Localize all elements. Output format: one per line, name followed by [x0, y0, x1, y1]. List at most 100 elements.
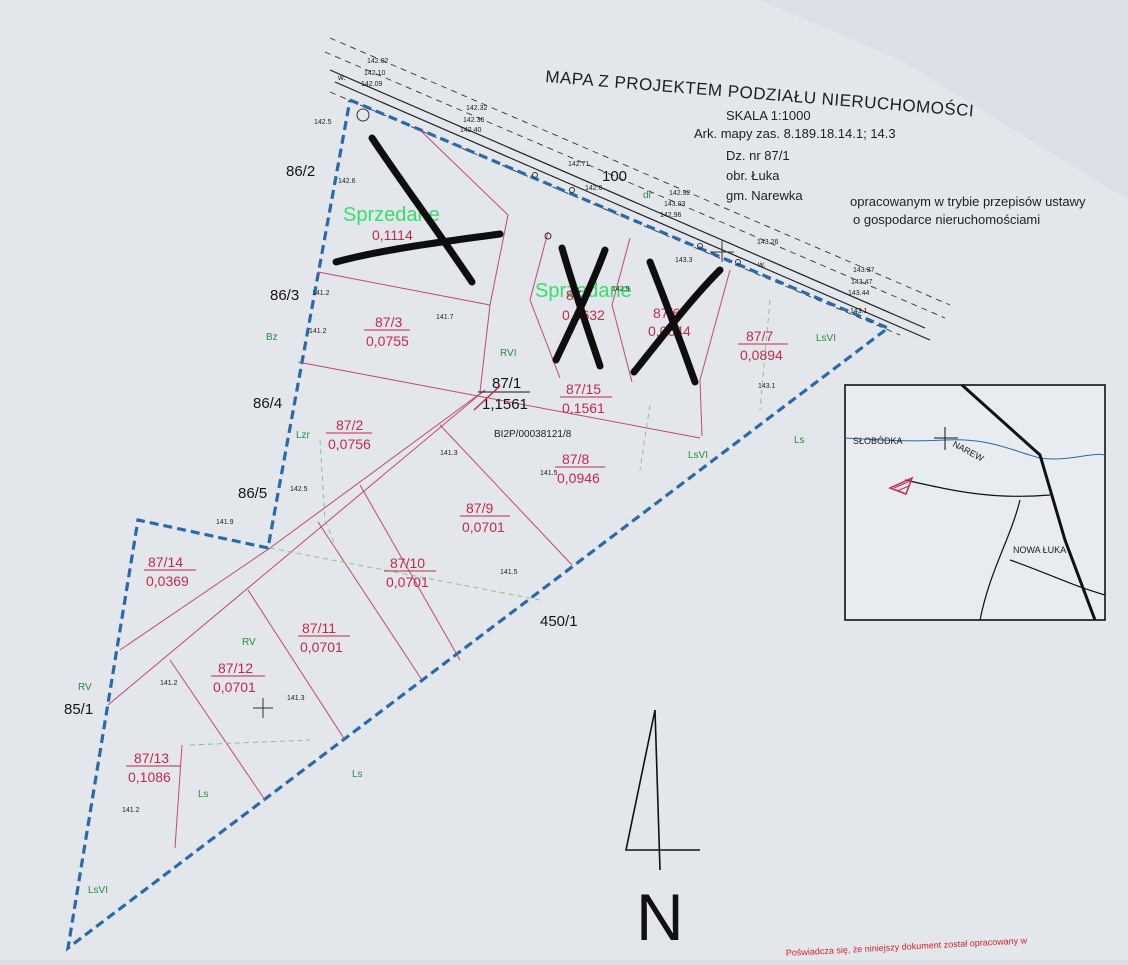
plot-area: 0,0946 — [557, 470, 600, 486]
sold-cross-marks — [332, 134, 724, 386]
survey-markers — [253, 108, 741, 718]
elevation: 141.2 — [160, 680, 178, 687]
parent-parcel-number: 87/1 — [492, 375, 521, 392]
land-class: RV — [78, 682, 92, 693]
elevation: 142.9 — [612, 286, 630, 293]
property-boundary — [65, 98, 892, 952]
sold-label: Sprzedane — [343, 204, 440, 226]
elevation: 142.10 — [364, 70, 386, 77]
land-register-number: BI2P/00038121/8 — [494, 429, 572, 440]
plot-number: 87/2 — [336, 417, 363, 433]
legal-note-line1: opracowanym w trybie przepisów ustawy — [850, 194, 1086, 209]
plot-number: 87/10 — [390, 555, 425, 571]
elevation: 143.1 — [850, 308, 868, 315]
plot-number: 87/7 — [746, 328, 773, 344]
elevation: 142.6 — [585, 185, 603, 192]
elevation: 142.40 — [460, 127, 482, 134]
elevation: 142.71 — [568, 161, 590, 168]
elevation: 143.1 — [758, 383, 776, 390]
sold-label: Sprzedane — [535, 280, 632, 302]
plot-number: 87/8 — [562, 451, 589, 467]
neighbour-parcel: 86/3 — [270, 287, 299, 304]
elevation: 143.03 — [664, 201, 686, 208]
elevation: 142.09 — [361, 81, 383, 88]
plot-area: 0,1086 — [128, 769, 171, 785]
elevation: 141.3 — [440, 450, 458, 457]
elevation: 141.5 — [500, 569, 518, 576]
plot-number: 87/9 — [466, 500, 493, 516]
inset-village-label: SŁOBÓDKA — [853, 436, 903, 446]
elevation: 143.26 — [757, 239, 779, 246]
land-class: RVI — [500, 348, 517, 359]
north-letter: N — [636, 880, 684, 954]
elevation: 142.5 — [314, 119, 332, 126]
plot-lines — [107, 129, 731, 849]
precinct-name: obr. Łuka — [726, 168, 780, 183]
elevation: 143.44 — [848, 290, 870, 297]
plot-number: 87/13 — [134, 750, 169, 766]
elevation: 141.5 — [540, 470, 558, 477]
plot-area: 0,1114 — [372, 227, 413, 243]
elevation: 141.3 — [287, 695, 305, 702]
plot-number: 87/14 — [148, 554, 183, 570]
elevation: 142.02 — [367, 58, 389, 65]
neighbour-labels: 86/2 86/3 86/4 86/5 85/1 100 450/1 — [64, 163, 627, 718]
commune-name: gm. Narewka — [726, 188, 803, 203]
elevation: 141.9 — [216, 519, 234, 526]
plot-area: 0,0894 — [740, 347, 783, 363]
plot-area: 0,0701 — [213, 679, 256, 695]
land-class: Bz — [266, 332, 278, 343]
plot-area: 0,0369 — [146, 573, 189, 589]
map-scale: SKALA 1:1000 — [726, 108, 811, 123]
elevation: 141.7 — [436, 314, 454, 321]
elevation: 143.47 — [851, 279, 873, 286]
neighbour-parcel: 86/2 — [286, 163, 315, 180]
elevation: 141.2 — [309, 328, 327, 335]
parent-parcel-area: 1,1561 — [482, 396, 528, 413]
land-use-lines — [189, 299, 771, 746]
elevation: 142.92 — [669, 190, 691, 197]
land-class-labels: Bz RVI Lzr RV RV Ls Ls LsVI LsVI LsVI Ls… — [78, 73, 836, 896]
neighbour-parcel: 450/1 — [540, 613, 578, 630]
land-class: Lzr — [296, 430, 311, 441]
land-class: RV — [242, 637, 256, 648]
plot-area: 0,1561 — [562, 400, 605, 416]
land-class: LsVI — [88, 885, 108, 896]
plot-number: 87/15 — [566, 381, 601, 397]
sheet-reference: Ark. mapy zas. 8.189.18.14.1; 14.3 — [694, 126, 896, 141]
legal-note-line2: o gospodarce nieruchomościami — [853, 212, 1040, 227]
neighbour-parcel: 85/1 — [64, 701, 93, 718]
land-class: w. — [757, 260, 766, 269]
elevation: 142.5 — [290, 486, 308, 493]
neighbour-parcel: 86/5 — [238, 485, 267, 502]
land-class: LsVI — [816, 333, 836, 344]
parcel-reference: Dz. nr 87/1 — [726, 148, 790, 163]
neighbour-parcel: 86/4 — [253, 395, 282, 412]
parent-parcel: 87/1 1,1561 BI2P/00038121/8 — [473, 375, 572, 440]
elevation: 143.37 — [853, 267, 875, 274]
plot-area: 0,0701 — [386, 574, 429, 590]
elevation: 142.6 — [338, 178, 356, 185]
plot-area: 0,0755 — [366, 333, 409, 349]
plot-area: 0,0701 — [462, 519, 505, 535]
elevation: 141.2 — [312, 290, 330, 297]
land-class: Ls — [794, 435, 805, 446]
plot-number: 87/11 — [302, 620, 336, 636]
location-inset-map: SŁOBÓDKA NAREW NOWA ŁUKA — [844, 383, 1106, 621]
paper-shadow — [760, 0, 1128, 200]
elevation-points: 142.02 142.10 142.09 142.5 142.32 142.36… — [122, 58, 875, 814]
elevation: 142.96 — [660, 212, 682, 219]
plot-area: 0,0701 — [300, 639, 343, 655]
plot-number: 87/3 — [375, 314, 402, 330]
plot-area: 0,0756 — [328, 436, 371, 452]
neighbour-parcel: 100 — [602, 168, 627, 185]
land-class: Ls — [198, 789, 209, 800]
north-arrow: N — [625, 709, 700, 954]
elevation: 141.2 — [122, 807, 140, 814]
plot-number: 87/12 — [218, 660, 253, 676]
land-class: LsVI — [688, 450, 708, 461]
inset-village-label: NOWA ŁUKA — [1013, 545, 1066, 555]
